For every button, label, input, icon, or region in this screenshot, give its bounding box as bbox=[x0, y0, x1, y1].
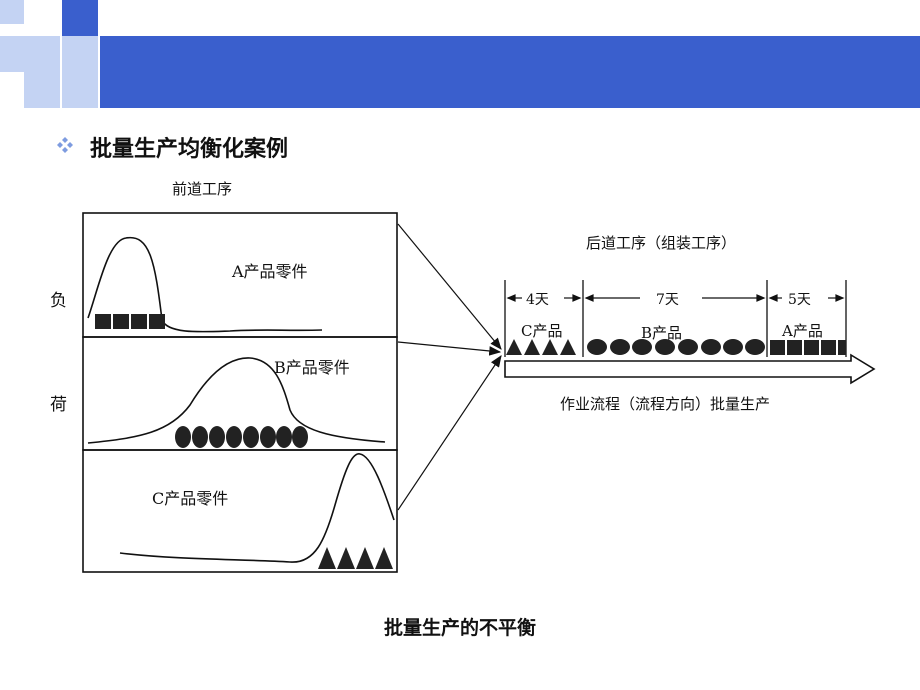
part-ellipse bbox=[292, 426, 308, 448]
arrow-from-a bbox=[397, 223, 502, 350]
segment-1-days: 4天 bbox=[526, 292, 549, 308]
timeline-square bbox=[787, 340, 802, 355]
part-triangle bbox=[356, 547, 374, 569]
part-ellipse bbox=[243, 426, 259, 448]
flow-label: 作业流程（流程方向）批量生产 bbox=[560, 395, 771, 413]
timeline-triangles bbox=[506, 339, 576, 355]
part-square bbox=[95, 314, 111, 329]
part-ellipse bbox=[276, 426, 292, 448]
left-title: 前道工序 bbox=[172, 180, 233, 198]
segment-3-days: 5天 bbox=[788, 292, 811, 308]
timeline-square bbox=[770, 340, 785, 355]
segment-2-days: 7天 bbox=[656, 292, 679, 308]
load-curve-b bbox=[87, 357, 386, 444]
timeline-ellipse bbox=[587, 339, 607, 355]
header-band bbox=[100, 36, 920, 108]
parts-c-triangles bbox=[318, 547, 393, 569]
arrowhead bbox=[506, 294, 516, 302]
timeline-triangle bbox=[542, 339, 558, 355]
arrowhead bbox=[756, 294, 766, 302]
part-square bbox=[113, 314, 129, 329]
part-ellipse bbox=[226, 426, 242, 448]
panel-a-label: A产品零件 bbox=[232, 262, 308, 281]
arrow-from-c bbox=[397, 355, 502, 511]
right-title: 后道工序（组装工序） bbox=[586, 234, 737, 252]
part-ellipse bbox=[209, 426, 225, 448]
deco-square bbox=[62, 72, 98, 108]
timeline-squares bbox=[770, 340, 846, 355]
part-triangle bbox=[337, 547, 355, 569]
deco-square bbox=[62, 36, 98, 72]
timeline-ellipses bbox=[587, 339, 765, 355]
timeline-ellipse bbox=[678, 339, 698, 355]
flow-arrow bbox=[504, 353, 876, 385]
timeline-triangle bbox=[560, 339, 576, 355]
timeline-square bbox=[821, 340, 836, 355]
deco-square bbox=[0, 0, 24, 24]
part-square bbox=[149, 314, 165, 329]
deco-square bbox=[0, 36, 24, 72]
timeline-ellipse bbox=[723, 339, 743, 355]
timeline-ellipse bbox=[655, 339, 675, 355]
load-curve-c bbox=[119, 453, 395, 563]
arrowhead bbox=[835, 294, 845, 302]
deco-square bbox=[24, 36, 60, 72]
parts-b-ellipses bbox=[175, 426, 308, 448]
slide-title: 批量生产均衡化案例 bbox=[90, 137, 289, 162]
timeline-ellipse bbox=[610, 339, 630, 355]
panel-c-label: C产品零件 bbox=[152, 489, 229, 508]
load-label-bottom: 荷 bbox=[50, 395, 67, 415]
panel-b-label: B产品零件 bbox=[274, 358, 350, 377]
deco-square bbox=[62, 0, 98, 36]
deco-square bbox=[24, 72, 60, 108]
timeline-ellipse bbox=[701, 339, 721, 355]
part-triangle bbox=[375, 547, 393, 569]
load-label-top: 负 bbox=[50, 291, 67, 311]
arrow-from-b bbox=[397, 341, 502, 356]
parts-a-squares bbox=[95, 314, 165, 329]
timeline-ellipse bbox=[745, 339, 765, 355]
part-triangle bbox=[318, 547, 336, 569]
part-ellipse bbox=[175, 426, 191, 448]
part-ellipse bbox=[192, 426, 208, 448]
arrowhead bbox=[584, 294, 594, 302]
segment-2-label: B产品 bbox=[641, 324, 683, 342]
arrowhead bbox=[768, 294, 778, 302]
slide-caption: 批量生产的不平衡 bbox=[383, 617, 536, 639]
segment-3-label: A产品 bbox=[782, 322, 823, 340]
timeline-ellipse bbox=[632, 339, 652, 355]
timeline-square bbox=[838, 340, 846, 355]
part-ellipse bbox=[260, 426, 276, 448]
segment-1-label: C产品 bbox=[521, 322, 563, 340]
part-square bbox=[131, 314, 147, 329]
timeline-triangle bbox=[506, 339, 522, 355]
four-diamond-bullet-icon bbox=[57, 137, 73, 153]
panel-c-frame bbox=[82, 449, 398, 573]
timeline-square bbox=[804, 340, 819, 355]
arrowhead bbox=[572, 294, 582, 302]
timeline-triangle bbox=[524, 339, 540, 355]
